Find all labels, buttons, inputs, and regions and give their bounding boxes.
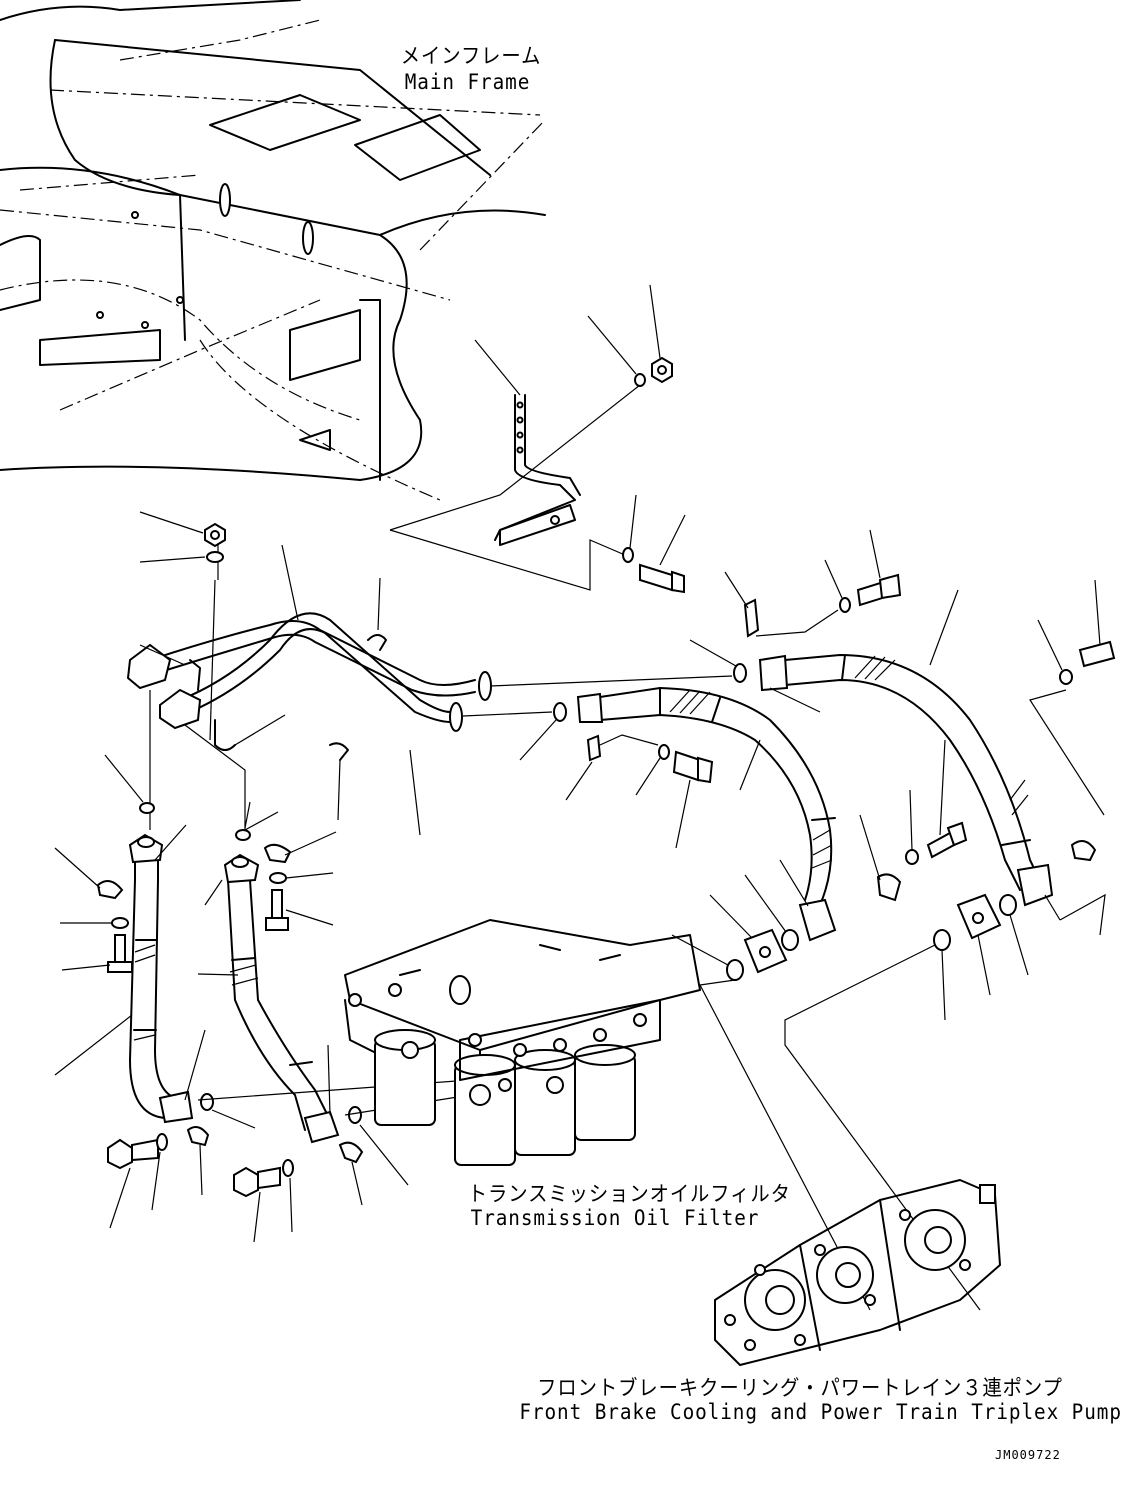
left-hoses — [54, 754, 340, 1144]
top-left-fasteners — [139, 511, 226, 563]
pump-label-jp: フロントブレーキクーリング・パワートレイン３連ポンプ — [537, 1376, 1063, 1400]
filter-label-en: Transmission Oil Filter — [470, 1206, 760, 1230]
main-frame — [0, 0, 546, 501]
pump-label-en: Front Brake Cooling and Power Train Trip… — [519, 1400, 1122, 1424]
bracket-fasteners — [587, 284, 686, 594]
right-hose — [489, 589, 1054, 907]
main-frame-label-jp: メインフレーム — [400, 44, 542, 68]
left-fasteners — [54, 831, 471, 1186]
bottom-left-bolts — [107, 1125, 364, 1243]
mounting-bracket — [389, 339, 641, 591]
steel-tubes — [126, 530, 492, 836]
middle-flange — [671, 859, 871, 1311]
drawing-code: JM009722 — [995, 1448, 1061, 1462]
main-frame-label-en: Main Frame — [404, 70, 531, 94]
triplex-pump — [714, 1179, 1001, 1366]
filter-label-jp: トランスミッションオイルフィルタ — [467, 1182, 791, 1206]
middle-hose — [462, 687, 837, 942]
right-fasteners — [784, 579, 1116, 1311]
middle-clamp-fasteners — [565, 529, 902, 849]
transmission-oil-filter — [344, 919, 701, 1166]
